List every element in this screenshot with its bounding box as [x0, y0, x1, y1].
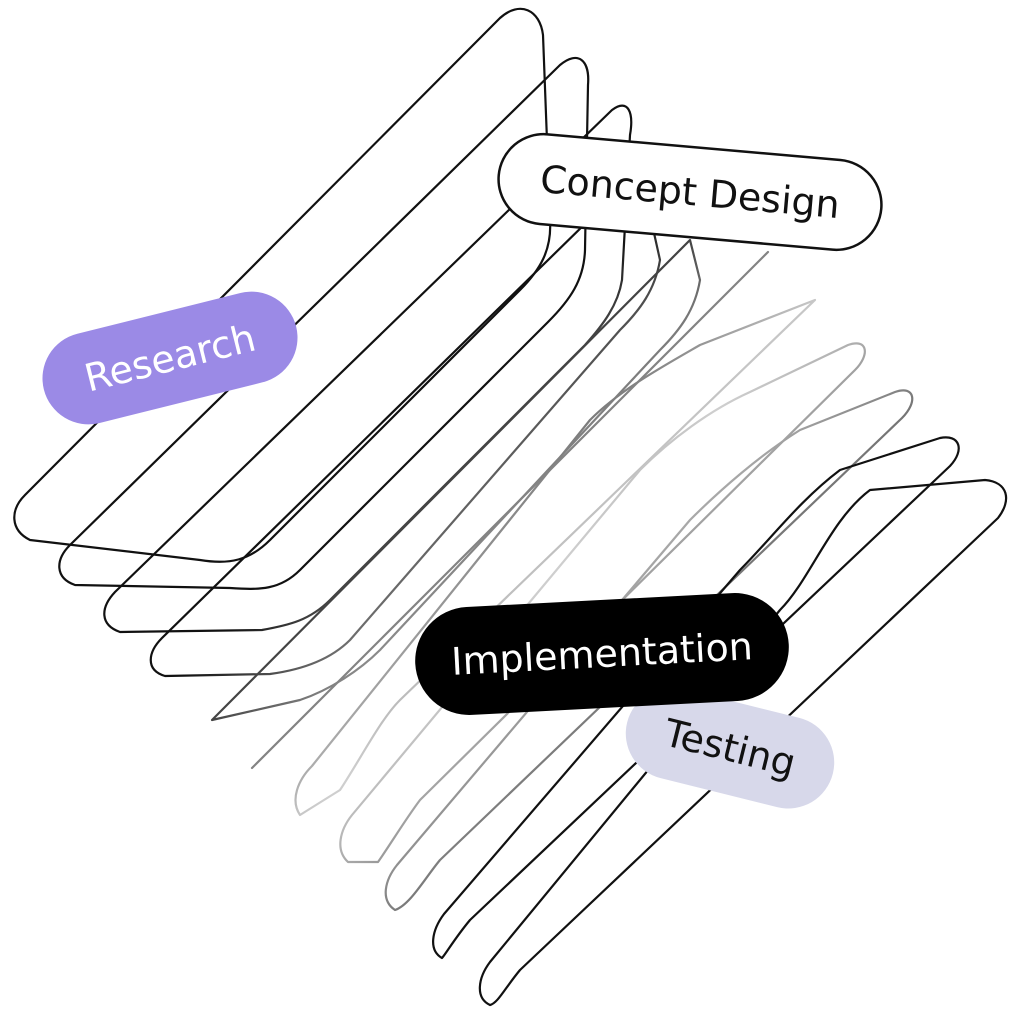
loop-line [432, 436, 960, 960]
research-pill [42, 291, 298, 425]
stage-implementation: Implementation [415, 593, 789, 715]
stage-concept-design: Concept Design [497, 132, 883, 252]
concept-design-pill [497, 132, 883, 252]
implementation-pill [415, 593, 789, 715]
loop-line [384, 389, 914, 912]
loop-line [149, 168, 662, 678]
loop-line [103, 104, 633, 634]
loop-line [58, 56, 590, 590]
stage-testing: Testing [625, 687, 835, 809]
testing-pill [625, 687, 835, 809]
loop-line [294, 298, 817, 817]
looping-lines [13, 7, 1008, 1007]
loop-line [478, 478, 1008, 1007]
stage-research: Research [42, 291, 298, 425]
loop-line [13, 7, 552, 563]
loop-line [250, 250, 770, 770]
loop-line [339, 342, 866, 864]
loop-line [210, 238, 702, 722]
